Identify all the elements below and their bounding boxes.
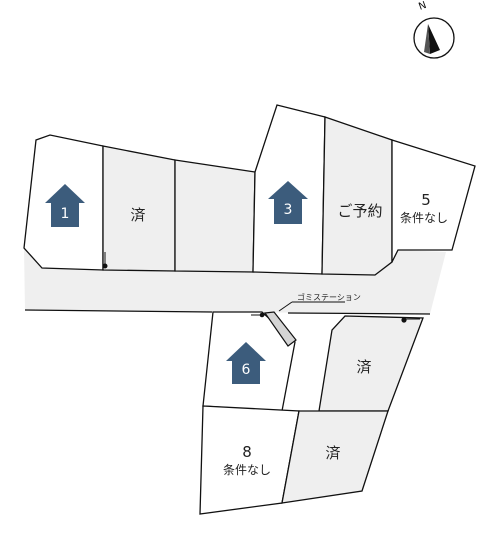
house-marker-icon-lot-6: 6 <box>226 342 266 384</box>
lot-unlabeled[interactable] <box>174 159 256 273</box>
lot-9[interactable] <box>281 410 389 504</box>
road-edge-lower-right <box>287 312 431 315</box>
house-marker-icon-lot-1: 1 <box>45 184 85 227</box>
lot-5[interactable] <box>391 139 476 263</box>
survey-pin-mid <box>259 312 265 318</box>
survey-pin-north <box>102 263 108 269</box>
garbage-station-label: ゴミステーション <box>297 292 361 302</box>
survey-pin-east <box>401 317 407 323</box>
lot-2-status: 済 <box>130 206 145 224</box>
garbage-station-leader <box>278 301 293 312</box>
north-arrow-icon: N <box>413 0 455 59</box>
lot-5-note: 条件なし <box>400 211 448 225</box>
garbage-station <box>263 311 297 347</box>
house-marker-icon-lot-3: 3 <box>268 181 308 224</box>
lot-5-number: 5 <box>421 191 431 209</box>
lot-6-number: 6 <box>242 362 251 378</box>
lot-3-number: 3 <box>284 202 293 218</box>
lot-8-number: 8 <box>242 443 252 461</box>
lot-9-status: 済 <box>325 444 340 462</box>
lot-1-number: 1 <box>61 206 70 222</box>
lot-4-status: ご予約 <box>337 202 382 220</box>
lot-8-note: 条件なし <box>223 463 271 477</box>
road-edge-lower <box>24 309 213 313</box>
compass-north-label: N <box>417 0 428 13</box>
road <box>24 248 446 314</box>
lot-4[interactable] <box>321 116 393 276</box>
lot-7-status: 済 <box>356 358 371 376</box>
